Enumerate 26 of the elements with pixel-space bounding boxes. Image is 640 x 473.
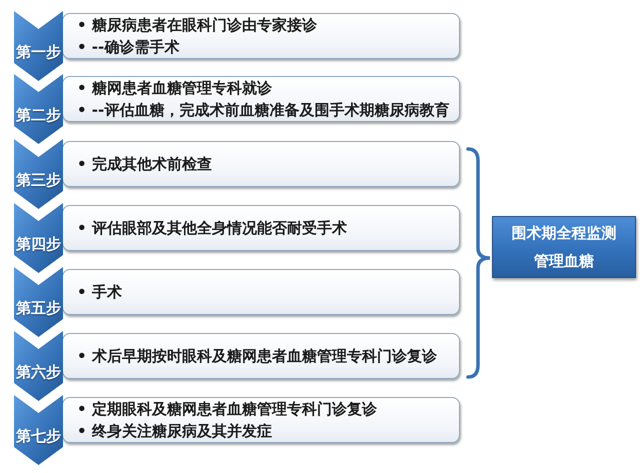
step-label: 第四步	[15, 235, 62, 253]
step-label: 第五步	[15, 299, 62, 317]
step-banner	[14, 267, 63, 337]
step-banner	[14, 74, 63, 144]
bullet-text: • 手术	[77, 282, 122, 303]
bullet-text: • 终身关注糖尿病及其并发症	[77, 421, 272, 442]
step-label: 第七步	[15, 427, 62, 445]
bullet-text: • --评估血糖，完成术前血糖准备及围手术期糖尿病教育	[77, 100, 450, 121]
bullet-text: • 定期眼科及糖网患者血糖管理专科门诊复诊	[77, 399, 377, 420]
bullet-text: • 评估眼部及其他全身情况能否耐受手术	[77, 218, 347, 239]
summary-text: 围术期全程监测管理血糖	[510, 223, 618, 272]
step-banner	[14, 203, 63, 273]
step-label: 第三步	[15, 171, 62, 189]
bullet-text: • --确诊需手术	[77, 37, 180, 58]
step-label: 第二步	[15, 106, 62, 124]
bullet-text: • 完成其他术前检查	[77, 154, 212, 175]
step-banner	[14, 11, 63, 81]
step-banner	[14, 139, 63, 209]
step-label: 第一步	[15, 43, 62, 61]
bullet-text: • 糖网患者血糖管理专科就诊	[77, 78, 272, 99]
bullet-text: • 术后早期按时眼科及糖网患者血糖管理专科门诊复诊	[77, 346, 437, 367]
step-banner	[14, 331, 63, 401]
summary-box	[492, 216, 636, 278]
step-label: 第六步	[15, 363, 62, 381]
bullet-text: • 糖尿病患者在眼科门诊由专家接诊	[77, 15, 317, 36]
step-banner	[14, 395, 63, 465]
